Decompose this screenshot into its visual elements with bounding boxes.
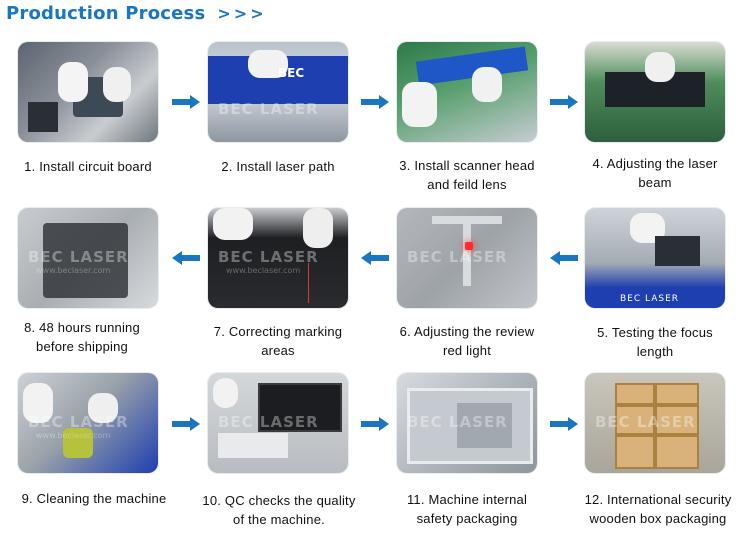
step-caption-2: 2. Install laser path	[221, 159, 335, 174]
arrow-right-icon	[172, 95, 200, 109]
arrow-right-icon	[361, 417, 389, 431]
step-caption-9: 9. Cleaning the machine	[21, 491, 167, 506]
step-photo-7: BEC LASER www.beclaser.com	[208, 208, 348, 308]
step-photo-5: BEC LASER	[585, 208, 725, 308]
step-photo-6: BEC LASER	[397, 208, 537, 308]
step-photo-8: BEC LASER www.beclaser.com	[18, 208, 158, 308]
arrow-right-icon	[550, 95, 578, 109]
step-caption-1: 1. Install circuit board	[24, 159, 152, 174]
chevrons-icon: >>>	[217, 3, 267, 23]
step-photo-1	[18, 42, 158, 142]
arrow-left-icon	[172, 251, 200, 265]
step-photo-9: BEC LASER www.beclaser.com	[18, 373, 158, 473]
step-photo-3	[397, 42, 537, 142]
arrow-left-icon	[361, 251, 389, 265]
step-photo-4	[585, 42, 725, 142]
page-title: Production Process	[6, 2, 206, 24]
step-photo-11: BEC LASER	[397, 373, 537, 473]
page-header: Production Process >>>	[6, 0, 267, 26]
step-photo-10: BEC LASER	[208, 373, 348, 473]
arrow-right-icon	[361, 95, 389, 109]
arrow-right-icon	[172, 417, 200, 431]
step-photo-12: BEC LASER	[585, 373, 725, 473]
arrow-right-icon	[550, 417, 578, 431]
arrow-left-icon	[550, 251, 578, 265]
step-photo-2: BEC BEC LASER	[208, 42, 348, 142]
